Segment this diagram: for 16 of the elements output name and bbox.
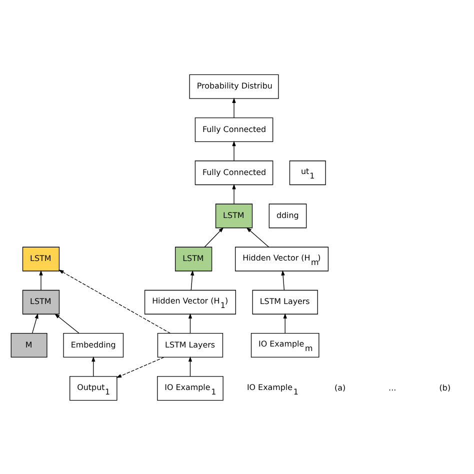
arrow (116, 356, 164, 378)
arrow (190, 270, 194, 290)
arrow (232, 97, 236, 118)
arrow (54, 313, 80, 334)
arrow (232, 183, 236, 204)
arrow (246, 226, 270, 247)
arrow (58, 269, 171, 334)
arrow (188, 312, 192, 334)
arrow (281, 270, 285, 290)
arrow (32, 312, 38, 334)
arrow (188, 356, 192, 376)
arrow (92, 356, 96, 376)
arrow (283, 312, 287, 334)
arrow (204, 226, 224, 247)
arrow (232, 140, 236, 161)
arrow (39, 270, 43, 290)
